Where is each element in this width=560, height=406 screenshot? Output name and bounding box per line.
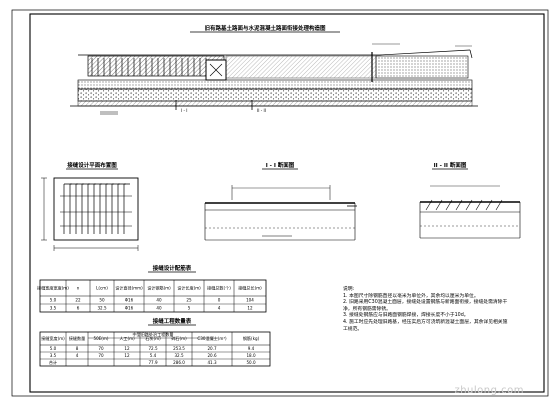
- table-cell: Φ16: [125, 298, 134, 303]
- table-cell: 12: [247, 306, 253, 311]
- notes-line: 3. 接缝处钢筋应与旧路面钢筋焊接，焊接长度不小于10d。: [343, 313, 469, 319]
- table-cell: 32.5: [174, 353, 184, 358]
- table-cell: 8: [76, 346, 79, 351]
- table-header-cell: 50E(m): [94, 336, 109, 341]
- table-cell: 5.0: [50, 298, 57, 303]
- notes-heading: 说明:: [343, 287, 355, 292]
- table-cell: 12: [124, 346, 130, 351]
- table-header-cell: 接缝总数(个): [207, 285, 231, 291]
- notes-line: 4. 施工时应先处理旧路基，经压实后方可浇筑新混凝土面层，其余详见相关施工规范。: [343, 319, 508, 332]
- table-cell: 104: [246, 298, 254, 303]
- table-cell: 40: [156, 298, 162, 303]
- table-cell: 6: [77, 306, 80, 311]
- table-cell: 77.9: [148, 360, 158, 365]
- table-group-header: 中型旧路处治工程数量: [133, 331, 174, 337]
- table-cell: 32.5: [97, 306, 107, 311]
- table-cell: Φ16: [125, 306, 134, 311]
- section-cut-label-1: I - I: [181, 108, 188, 113]
- table-cell: 5: [188, 306, 191, 311]
- table-header-cell: 设计长度(m): [177, 285, 201, 291]
- table-cell: 3.5: [50, 306, 57, 311]
- section-cut-label-2: II - II: [257, 108, 266, 113]
- table-cell: 50.0: [246, 360, 256, 365]
- table-cell: 286.0: [173, 360, 185, 365]
- table-cell: 70: [98, 353, 104, 358]
- table-cell: 72.5: [148, 346, 158, 351]
- table-cell: 0: [218, 298, 221, 303]
- section-1-drawing: [204, 185, 357, 241]
- rebar-table: 接缝宽度宽度(m) n L(cm) 设计直径(mm) 设计钢筋(m) 设计长度(m) 接缝总…: [37, 279, 267, 313]
- table-cell: 50: [99, 298, 105, 303]
- watermark: zhulong.com: [454, 385, 524, 396]
- table-header-cell: 设计直径(mm): [115, 285, 143, 291]
- table-cell: 12: [124, 353, 130, 358]
- table-header-cell: 接缝宽度宽度(m): [37, 285, 69, 291]
- sheet-inner-border: [29, 13, 545, 393]
- quantity-table-title: 接缝工程数量表: [153, 317, 192, 325]
- table-cell: 4: [218, 306, 221, 311]
- table-header-cell: 接缝宽度(m): [41, 335, 65, 341]
- table-cell: 合计: [49, 359, 57, 365]
- table-cell: 4: [76, 353, 79, 358]
- plan-view-title: 接缝设计平面布置图: [67, 161, 117, 169]
- table-header-cell: L(cm): [96, 286, 108, 291]
- longitudinal-section: [70, 43, 478, 115]
- rebar-table-title: 接缝设计配筋表: [153, 264, 192, 272]
- table-cell: 5.0: [50, 346, 57, 351]
- notes-line: 2. 旧路采用C30混凝土面层，接缝处设置钢筋与新路面衔接，接缝处需清除干净，所…: [343, 300, 508, 312]
- plan-view-drawing: [41, 177, 139, 251]
- table-cell: 18.0: [246, 353, 256, 358]
- table-header-cell: 设计钢筋(m): [147, 285, 171, 291]
- table-cell: 41.3: [207, 360, 217, 365]
- table-cell: 20.6: [207, 353, 217, 358]
- table-header-cell: 接缝总长(m): [238, 285, 262, 291]
- table-header-cell: 人工(m): [119, 336, 135, 341]
- table-cell: 40: [156, 306, 162, 311]
- table-cell: 25: [186, 298, 192, 303]
- table-header-cell: 钢筋(kg): [243, 335, 260, 341]
- table-cell: 9.4: [248, 346, 255, 351]
- table-header-cell: n: [77, 286, 80, 291]
- section-1-title: I - I 断面图: [266, 161, 295, 169]
- table-cell: 22: [75, 298, 81, 303]
- section-2-title: II - II 断面图: [434, 161, 467, 169]
- notes-line: 1. 本图尺寸除钢筋直径以毫米为单位外，其余均以厘米为单位。: [343, 293, 479, 299]
- section-2-drawing: [419, 185, 521, 239]
- table-cell: 253.5: [173, 346, 185, 351]
- table-border: [39, 331, 271, 367]
- main-title: 旧有路基土路面与水泥混凝土路面衔接处理构造图: [204, 24, 326, 32]
- table-cell: 3.5: [50, 353, 57, 358]
- table-cell: 5.4: [150, 353, 157, 358]
- table-cell: 70: [98, 346, 104, 351]
- table-cell: 20.7: [207, 346, 217, 351]
- sheet-outer-border: [11, 9, 549, 397]
- notes-block: 说明: 1. 本图尺寸除钢筋直径以毫米为单位外，其余均以厘米为单位。 2. 旧路…: [343, 287, 511, 333]
- table-header-cell: 接缝数量: [69, 335, 85, 341]
